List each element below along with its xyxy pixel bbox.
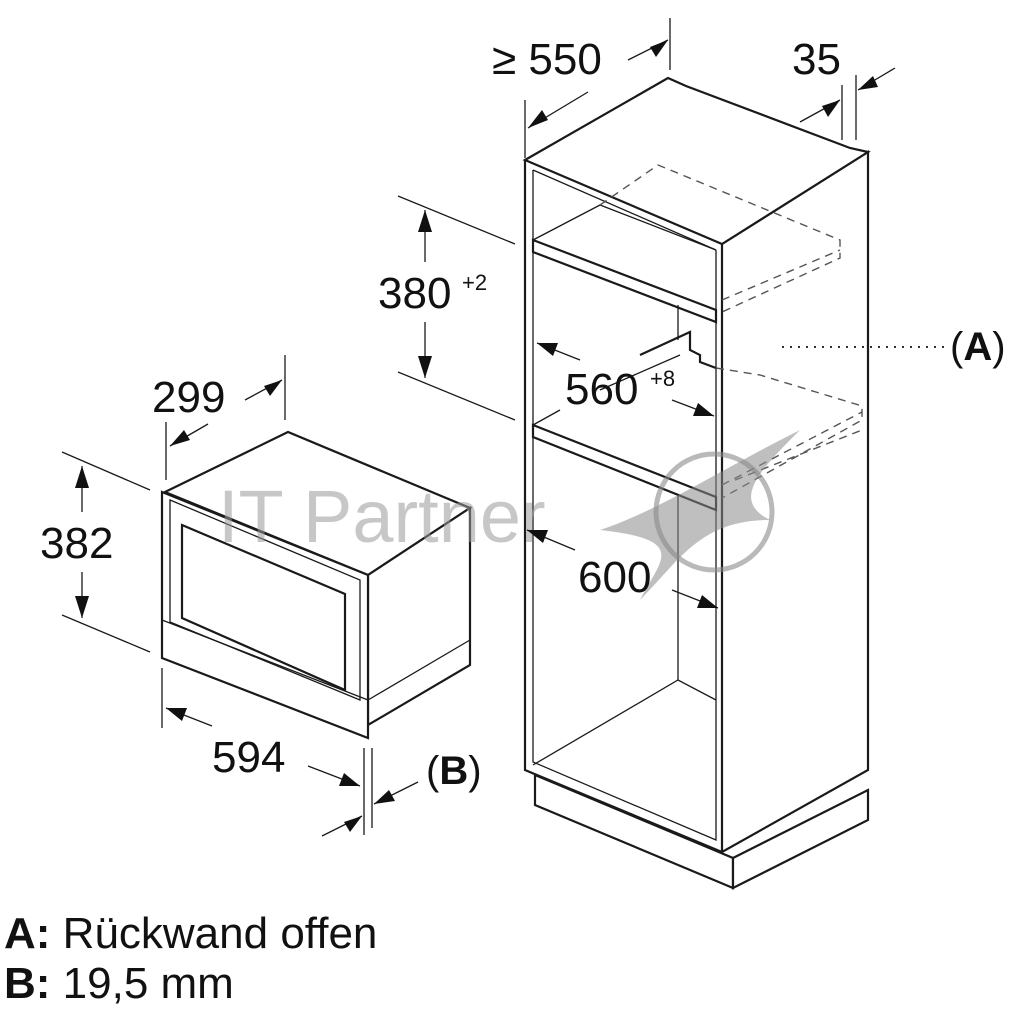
cabinet-plinth-side	[731, 788, 870, 890]
label-appliance-height: 382	[40, 519, 113, 568]
label-cabinet-width: 600	[578, 553, 651, 602]
label-niche-height: 380	[378, 269, 451, 318]
legend-b-key: B:	[4, 959, 51, 1008]
cabinet-front-frame	[523, 160, 723, 854]
callout-a-letter: A	[963, 325, 992, 369]
callouts: (A) (B)	[426, 325, 1006, 793]
appliance-door-frame	[169, 499, 361, 701]
legend-a: A: Rückwand offen	[4, 912, 377, 956]
cabinet-vent-notch	[639, 330, 717, 370]
callout-a-open: (	[950, 325, 964, 369]
legend-a-key: A:	[4, 909, 51, 958]
legend-b: B: 19,5 mm	[4, 962, 234, 1006]
callout-a: (A)	[950, 325, 1006, 369]
callout-b-open: (	[426, 749, 440, 793]
legend-b-text: 19,5 mm	[50, 959, 234, 1008]
dimension-lines	[61, 18, 944, 837]
tall-cabinet	[522, 76, 871, 890]
label-niche-height-tol: +2	[462, 270, 487, 295]
hidden-edges-niche	[715, 367, 863, 499]
label-niche-width: 560	[565, 365, 638, 414]
hidden-edges-top	[599, 164, 841, 313]
watermark-swoosh-icon	[600, 430, 800, 600]
label-cabinet-offset: 35	[792, 35, 841, 84]
label-cabinet-depth: ≥ 550	[492, 35, 602, 84]
callout-a-close: )	[992, 325, 1005, 369]
callout-b: (B)	[426, 749, 482, 793]
cabinet-upper-shelf	[531, 238, 718, 324]
legend-a-text: Rückwand offen	[50, 909, 378, 958]
appliance	[160, 430, 473, 740]
watermark-text: IT Partner	[218, 475, 546, 558]
watermark: IT Partner	[218, 430, 800, 600]
callout-b-letter: B	[439, 749, 468, 793]
cabinet-plinth-front	[533, 773, 735, 890]
label-appliance-width: 594	[212, 733, 285, 782]
appliance-window	[180, 523, 347, 692]
dimension-labels: ≥ 550 35 380 +2 560 +8 600 299 382 594	[40, 35, 841, 782]
label-niche-width-tol: +8	[650, 366, 675, 391]
label-appliance-depth: 299	[152, 373, 225, 422]
callout-b-close: )	[468, 749, 481, 793]
